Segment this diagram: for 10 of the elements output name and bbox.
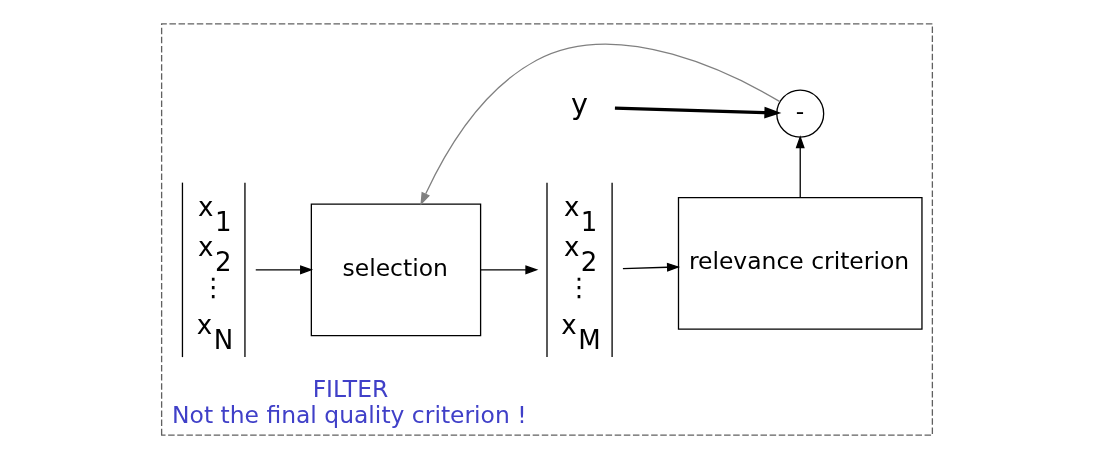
node-box: selection bbox=[310, 203, 482, 337]
node-box: relevance criterion bbox=[677, 196, 923, 330]
arrow bbox=[795, 135, 805, 198]
node-circle: - bbox=[776, 89, 825, 138]
node-text: y bbox=[571, 87, 589, 122]
arrow bbox=[614, 106, 782, 119]
arrow bbox=[255, 265, 314, 275]
arrow bbox=[480, 265, 539, 275]
arrow bbox=[420, 43, 781, 206]
arrow bbox=[622, 262, 680, 272]
